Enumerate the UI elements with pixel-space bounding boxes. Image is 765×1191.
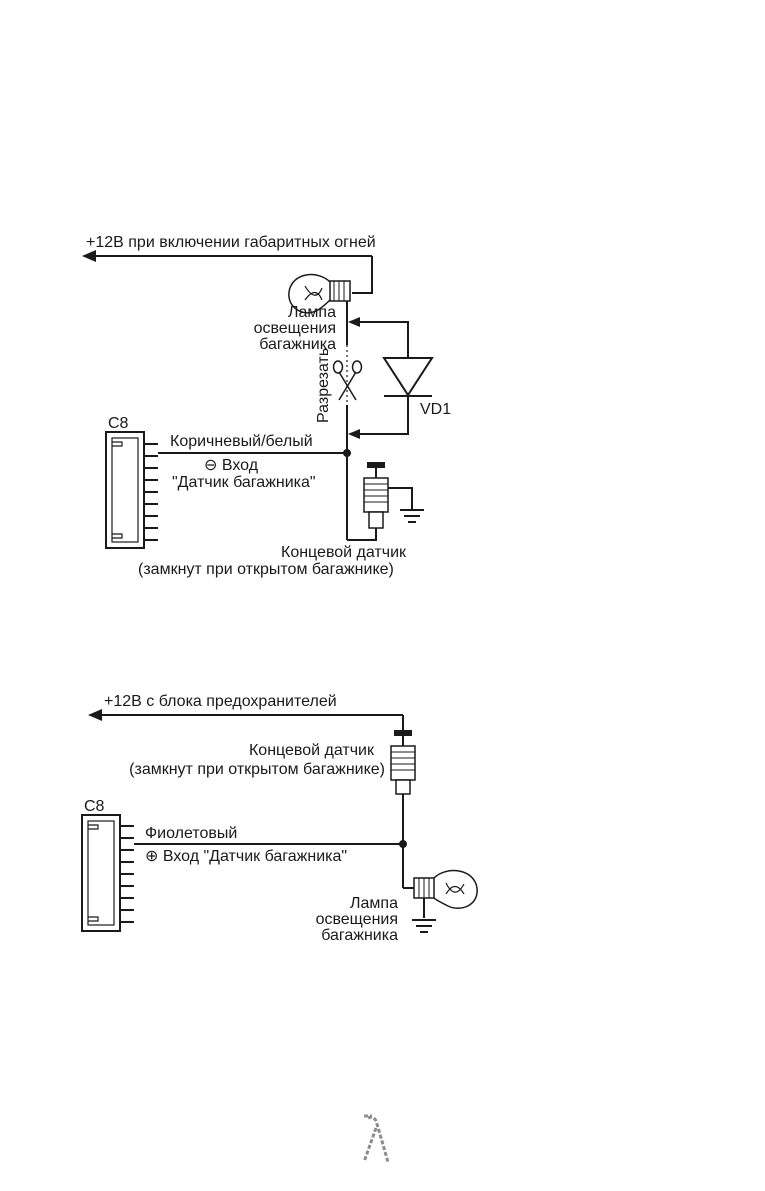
connector-c8-icon bbox=[81, 814, 134, 932]
limit-switch-icon bbox=[363, 462, 389, 529]
brand-logo-icon bbox=[362, 1114, 390, 1163]
input-label-1-line1: ⊖ Вход bbox=[204, 457, 259, 474]
scissors-icon bbox=[332, 360, 363, 401]
lamp-label-2-line2: освещения bbox=[316, 911, 398, 928]
limit-switch-icon bbox=[390, 730, 416, 795]
diagram-2 bbox=[81, 709, 478, 933]
wire-label-2: Фиолетовый bbox=[145, 825, 237, 842]
connector-c8-icon bbox=[105, 431, 158, 549]
input-label-1-line2: "Датчик багажника" bbox=[172, 474, 316, 491]
lamp-icon bbox=[288, 273, 351, 314]
lamp-label-1-line3: багажника bbox=[259, 336, 336, 353]
lamp-feed-wire bbox=[352, 256, 373, 294]
lamp-label-2-line3: багажника bbox=[321, 927, 398, 944]
switch-wire-1 bbox=[347, 528, 377, 541]
wire-label-1: Коричневый/белый bbox=[170, 433, 313, 450]
lamp-icon bbox=[413, 869, 478, 909]
supply-label-2: +12В с блока предохранителей bbox=[104, 693, 337, 710]
cut-label: Разрезать bbox=[315, 348, 332, 423]
diagram-1 bbox=[82, 250, 434, 549]
switch-label-2-line1: Концевой датчик bbox=[249, 742, 375, 759]
switch-label-1-line2: (замкнут при открытом багажнике) bbox=[138, 561, 394, 578]
ground-icon bbox=[412, 919, 436, 933]
ground-icon bbox=[400, 509, 424, 523]
junction-dot-1 bbox=[343, 449, 351, 457]
lamp-label-1-line2: освещения bbox=[254, 320, 336, 337]
connector-label-2: С8 bbox=[84, 798, 105, 815]
switch-label-2-line2: (замкнут при открытом багажнике) bbox=[129, 761, 385, 778]
diode-label: VD1 bbox=[420, 401, 451, 418]
supply-arrow-1 bbox=[82, 250, 96, 262]
lamp-label-1-line1: Лампа bbox=[288, 304, 336, 321]
junction-dot-2 bbox=[399, 840, 407, 848]
lamp-label-2-line1: Лампа bbox=[350, 895, 398, 912]
supply-label-1: +12В при включении габаритных огней bbox=[86, 234, 376, 251]
input-label-2: ⊕ Вход "Датчик багажника" bbox=[145, 848, 347, 865]
ground-wire-1 bbox=[388, 487, 413, 510]
diode-icon bbox=[382, 357, 434, 397]
connector-label-1: С8 bbox=[108, 415, 129, 432]
diode-wire-bottom bbox=[352, 396, 409, 435]
supply-arrow-2 bbox=[88, 709, 102, 721]
switch-label-1-line1: Концевой датчик bbox=[281, 544, 407, 561]
diode-wire-top bbox=[352, 321, 409, 323]
